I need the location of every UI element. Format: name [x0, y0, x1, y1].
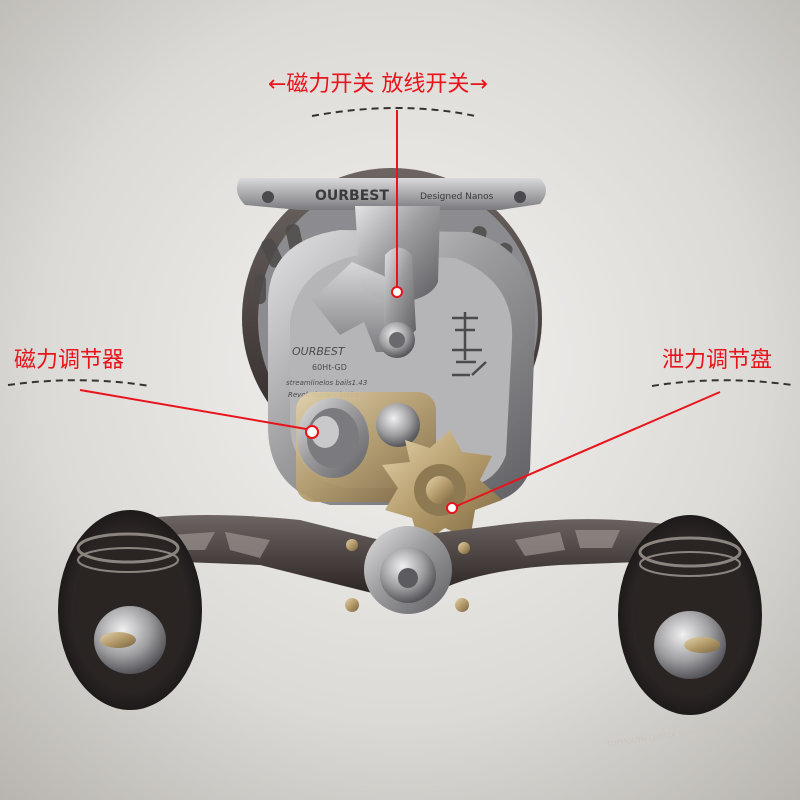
callout-magnetic-adjuster: 磁力调节器: [14, 348, 125, 373]
callout-magnet-switch-line-release: ←磁力开关 放线开关→: [268, 72, 488, 97]
dot-drag-star: [446, 502, 458, 514]
calligraphy-mark: [452, 312, 487, 377]
frame-note: Designed Nanos: [420, 192, 494, 202]
dot-magnetic-adjuster: [305, 425, 319, 439]
side-plate-brand: OURBEST: [292, 345, 346, 358]
underline-top: [311, 107, 476, 117]
callout-drag-adjuster: 泄力调节盘: [662, 348, 773, 373]
left-handle-knob[interactable]: [58, 510, 202, 710]
leader-right: [451, 391, 721, 509]
side-plate-spec1: streamlinelos bails1.43: [286, 379, 367, 387]
callout-leaders: [79, 110, 721, 509]
handle-arm[interactable]: [121, 515, 698, 614]
frame-brand: OURBEST: [315, 188, 389, 204]
underline-left: [7, 379, 151, 387]
callout-dots: [305, 286, 458, 514]
side-plate-model: 60Ht-GD: [312, 363, 347, 372]
drag-star[interactable]: [382, 430, 502, 545]
underline-right: [651, 379, 793, 387]
right-handle-knob[interactable]: TOPMOUTH CUTTER SUPER STRIKE GENERATOR: [605, 515, 773, 749]
leader-left: [79, 389, 313, 431]
dot-release-lever: [391, 286, 403, 298]
label-underlines: [7, 107, 793, 387]
